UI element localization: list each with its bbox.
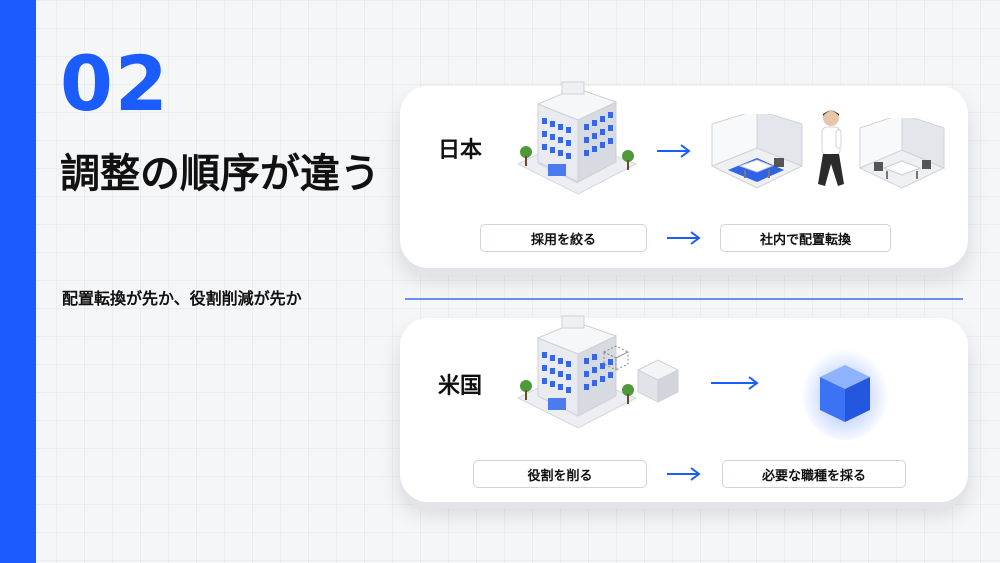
arrow-right-icon bbox=[667, 231, 701, 245]
section-divider bbox=[405, 298, 963, 300]
japan-card: 日本 bbox=[400, 81, 968, 268]
japan-label: 日本 bbox=[438, 138, 483, 163]
arrow-right-icon bbox=[657, 144, 691, 158]
japan-step-reassign: 社内で配置転換 bbox=[720, 224, 891, 252]
us-step-hire-roles: 必要な職種を採る bbox=[722, 460, 906, 488]
office-building-icon bbox=[516, 315, 638, 429]
slide-number: 02 bbox=[60, 39, 170, 128]
office-building-icon bbox=[516, 81, 638, 195]
slide-subtitle: 配置転換が先か、役割削減が先か bbox=[62, 289, 302, 308]
office-room-icon bbox=[858, 118, 946, 189]
walking-person-icon bbox=[818, 110, 844, 186]
us-step-cut-roles: 役割を削る bbox=[473, 460, 647, 488]
office-room-icon bbox=[710, 114, 804, 189]
us-card: 米国 bbox=[400, 315, 968, 502]
gray-cube-icon bbox=[636, 359, 680, 403]
us-label: 米国 bbox=[438, 374, 483, 399]
slide-title: 調整の順序が違う bbox=[60, 151, 380, 197]
glowing-blue-cube-icon bbox=[801, 344, 889, 440]
arrow-right-icon bbox=[711, 376, 759, 390]
japan-step-hiring: 採用を絞る bbox=[480, 224, 647, 252]
accent-bar bbox=[0, 0, 36, 563]
arrow-right-icon bbox=[667, 467, 701, 481]
